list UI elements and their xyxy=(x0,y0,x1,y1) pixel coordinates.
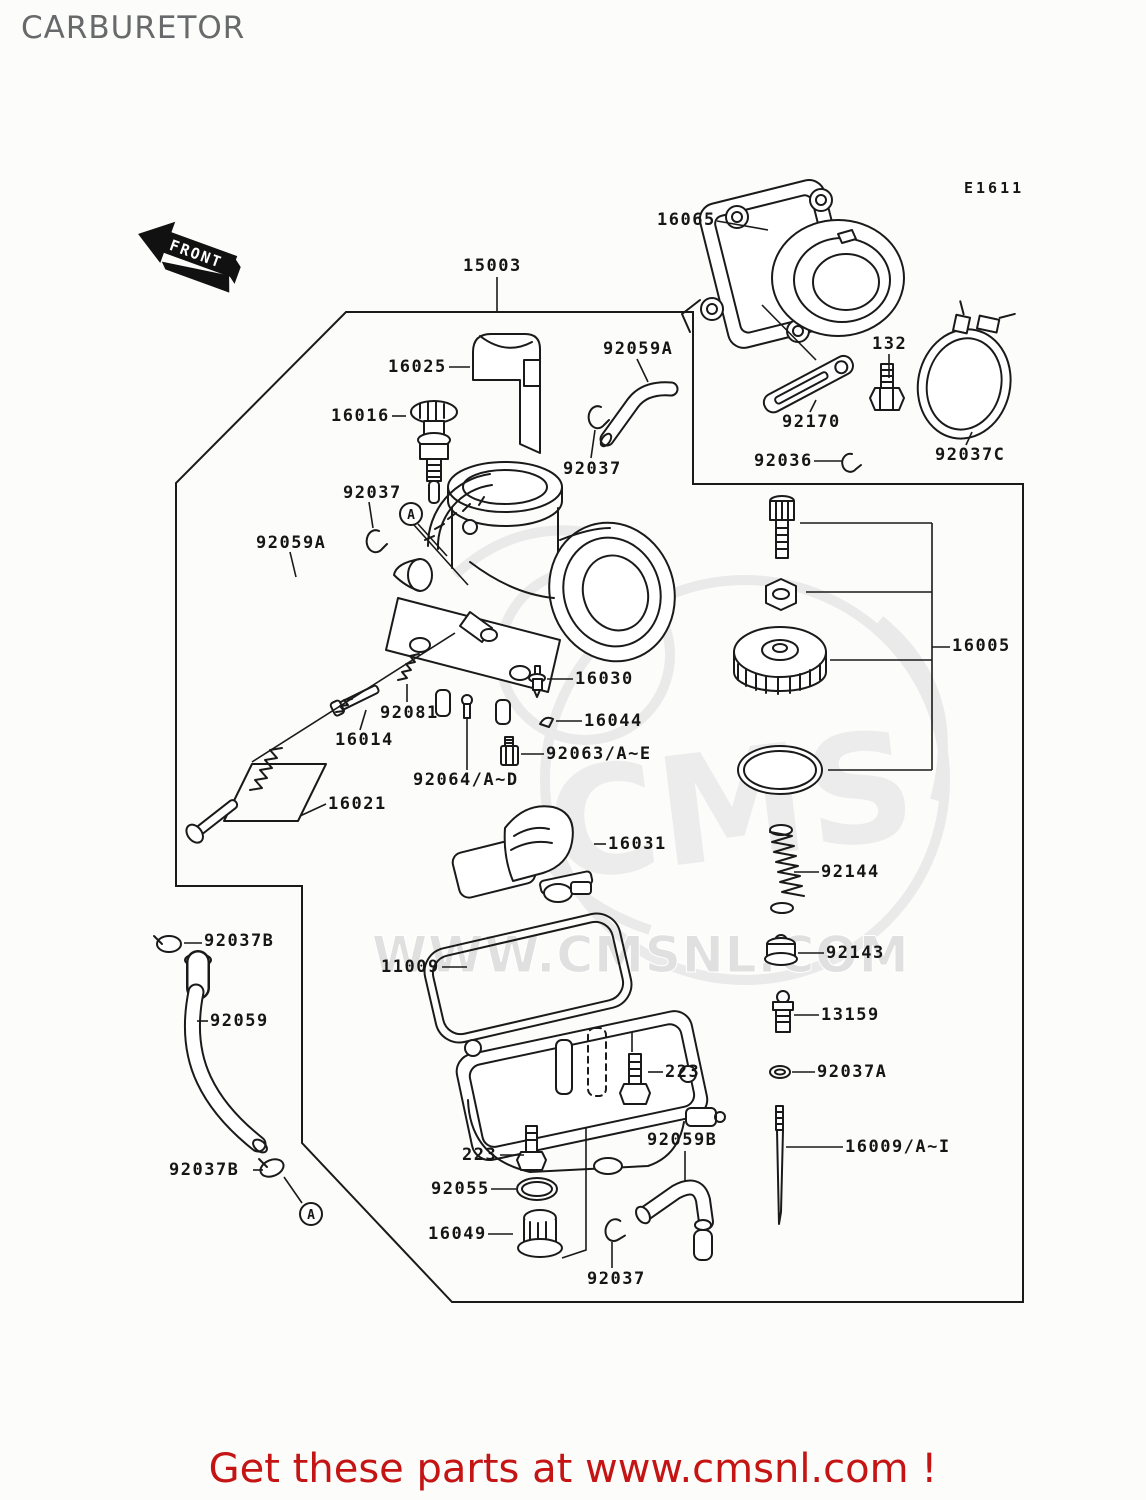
part-16021-drawing xyxy=(185,747,327,844)
part-92037-right-drawing xyxy=(587,405,610,430)
part-label-15003[interactable]: 15003 xyxy=(463,256,522,276)
page-title: CARBURETOR xyxy=(21,10,246,46)
part-92144-drawing xyxy=(769,824,805,914)
part-92059A-right-drawing xyxy=(599,381,679,448)
part-label-92037-bottom[interactable]: 92037 xyxy=(587,1269,646,1289)
part-132-drawing xyxy=(869,363,905,411)
part-92059B-drawing xyxy=(635,1179,714,1261)
part-label-16031[interactable]: 16031 xyxy=(608,834,667,854)
part-16025-drawing xyxy=(472,333,541,454)
part-label-92059B[interactable]: 92059B xyxy=(647,1130,718,1150)
part-label-16025[interactable]: 16025 xyxy=(388,357,447,377)
watermark-url: WWW.CMSNL.COM xyxy=(372,926,910,984)
part-92037-bottom-drawing xyxy=(604,1218,626,1242)
part-16005-group-drawing xyxy=(733,495,827,795)
part-label-92037B-bottom[interactable]: 92037B xyxy=(169,1160,240,1180)
part-92037A-drawing xyxy=(769,1065,791,1079)
part-label-223-right[interactable]: 223 xyxy=(665,1062,701,1082)
part-13159-drawing xyxy=(772,990,794,1033)
detail-marker-a-bottom: A xyxy=(299,1202,323,1226)
part-label-92059A-left[interactable]: 92059A xyxy=(256,533,327,553)
part-label-16030[interactable]: 16030 xyxy=(575,669,634,689)
part-label-92063[interactable]: 92063/A~E xyxy=(546,744,652,764)
part-label-92037C[interactable]: 92037C xyxy=(935,445,1006,465)
part-label-92144[interactable]: 92144 xyxy=(821,862,880,882)
svg-text:A: A xyxy=(307,1208,315,1223)
part-label-16021[interactable]: 16021 xyxy=(328,794,387,814)
part-223-right-drawing xyxy=(619,1053,651,1105)
front-arrow: FRONT xyxy=(138,221,241,293)
diagram-outline-box xyxy=(175,311,1024,1303)
part-16065-drawing xyxy=(681,179,905,349)
part-92037C-drawing xyxy=(916,300,1016,440)
part-223-left-drawing xyxy=(516,1125,547,1171)
part-label-92059[interactable]: 92059 xyxy=(210,1011,269,1031)
part-16009-drawing xyxy=(775,1105,784,1225)
part-label-16009[interactable]: 16009/A~I xyxy=(845,1137,951,1157)
part-label-92037-left[interactable]: 92037 xyxy=(343,483,402,503)
part-92081-drawing xyxy=(397,653,420,681)
part-label-16044[interactable]: 16044 xyxy=(584,711,643,731)
part-label-92037B-top[interactable]: 92037B xyxy=(204,931,275,951)
part-11009-drawing xyxy=(423,912,633,1044)
part-label-16016[interactable]: 16016 xyxy=(331,406,390,426)
part-92037B-top-drawing xyxy=(153,935,182,953)
part-16044-drawing xyxy=(539,716,554,728)
part-label-16014[interactable]: 16014 xyxy=(335,730,394,750)
part-92143-drawing xyxy=(764,934,798,966)
part-16030-drawing xyxy=(528,665,546,698)
part-16031-drawing xyxy=(451,805,594,903)
part-label-223-left[interactable]: 223 xyxy=(462,1145,498,1165)
part-16016-drawing xyxy=(410,400,458,504)
part-label-92143[interactable]: 92143 xyxy=(826,943,885,963)
part-label-16049[interactable]: 16049 xyxy=(428,1224,487,1244)
part-92059-hose-drawing xyxy=(183,950,268,1154)
diagram-code: E1611 xyxy=(964,179,1024,197)
part-label-16005[interactable]: 16005 xyxy=(952,636,1011,656)
part-label-132[interactable]: 132 xyxy=(872,334,908,354)
part-label-92037A[interactable]: 92037A xyxy=(817,1062,888,1082)
part-92055-drawing xyxy=(516,1177,558,1201)
part-92064-drawing xyxy=(461,694,473,719)
detail-marker-a-top: A xyxy=(399,502,423,526)
footer-promo-text[interactable]: Get these parts at www.cmsnl.com ! xyxy=(208,1446,938,1492)
part-92037-left-drawing xyxy=(365,529,388,554)
part-15003-carburetor-drawing xyxy=(385,461,676,725)
part-float-bowl-drawing xyxy=(455,1010,726,1175)
part-label-92064[interactable]: 92064/A~D xyxy=(413,770,519,790)
part-label-92037-right[interactable]: 92037 xyxy=(563,459,622,479)
part-16014-drawing xyxy=(329,684,380,717)
part-label-92059A-right[interactable]: 92059A xyxy=(603,339,674,359)
part-label-92055[interactable]: 92055 xyxy=(431,1179,490,1199)
part-label-92170[interactable]: 92170 xyxy=(782,412,841,432)
part-92037B-bottom-drawing xyxy=(258,1158,285,1178)
part-label-92081[interactable]: 92081 xyxy=(380,703,439,723)
part-92063-drawing xyxy=(500,736,519,766)
part-92036-drawing xyxy=(841,452,862,473)
part-16049-drawing xyxy=(517,1209,563,1258)
part-label-92036[interactable]: 92036 xyxy=(754,451,813,471)
svg-text:A: A xyxy=(407,508,415,523)
part-label-13159[interactable]: 13159 xyxy=(821,1005,880,1025)
leader-lines xyxy=(184,220,973,1268)
part-label-16065[interactable]: 16065 xyxy=(657,210,716,230)
part-label-11009[interactable]: 11009 xyxy=(381,957,440,977)
part-92170-drawing xyxy=(762,354,854,414)
